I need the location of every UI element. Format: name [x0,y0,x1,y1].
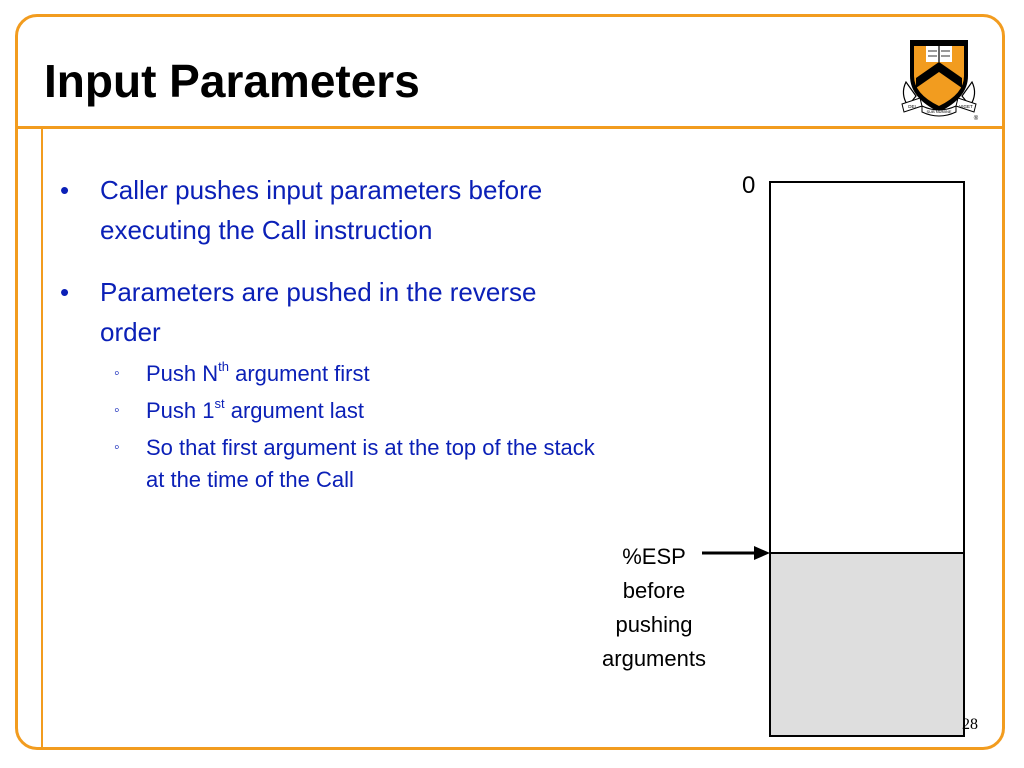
stack-used-region [771,552,963,735]
bullet-text: Parameters are pushed in the reverse ord… [100,277,537,347]
sub-bullet-text: Push N [146,361,219,386]
esp-label-line: before [622,578,686,603]
sub-bullet-item: ◦ Push Nth argument first [100,358,666,390]
esp-label-line: pushing [615,612,693,637]
bullet-marker: • [60,175,70,205]
bullet-list: • Caller pushes input parameters before … [58,170,678,518]
superscript: th [218,358,229,374]
princeton-shield-icon: DEI SUB NUMINE VIGET ® [901,40,979,122]
stack-top-address-label: 0 [742,172,756,199]
bullet-item: • Caller pushes input parameters before … [58,170,678,250]
sub-bullet-text: So that first argument is at the top of … [146,435,595,492]
bullet-text: Caller pushes input parameters before ex… [100,175,543,245]
svg-text:®: ® [974,115,979,122]
logo-motto-left: DEI [908,104,916,109]
stack-diagram [769,181,965,737]
esp-arrow-icon [702,546,770,560]
logo-motto-right: VIGET [959,104,973,109]
sub-bullet-marker: ◦ [114,439,120,456]
superscript: st [214,395,225,411]
sub-bullet-item: ◦ So that first argument is at the top o… [100,432,666,496]
sub-bullet-text: Push 1 [146,398,215,423]
sub-bullet-text: argument last [224,398,365,423]
sub-bullet-item: ◦ Push 1st argument last [100,395,666,427]
page-number: 28 [962,716,978,733]
title-divider [16,126,1004,129]
logo-motto-center: SUB NUMINE [926,109,951,114]
sub-bullet-marker: ◦ [114,365,120,382]
esp-label-line: arguments [602,646,706,671]
bullet-marker: • [60,277,70,307]
sub-bullet-text: argument first [229,361,370,386]
sub-bullet-marker: ◦ [114,402,120,419]
left-divider [41,128,43,748]
esp-label-line: %ESP [622,544,686,569]
sub-bullet-list: ◦ Push Nth argument first ◦ Push 1st arg… [100,358,678,496]
esp-label: %ESP before pushing arguments [584,540,724,676]
slide-title: Input Parameters [44,55,420,107]
slide-frame [15,14,1005,750]
bullet-item: • Parameters are pushed in the reverse o… [58,272,678,496]
